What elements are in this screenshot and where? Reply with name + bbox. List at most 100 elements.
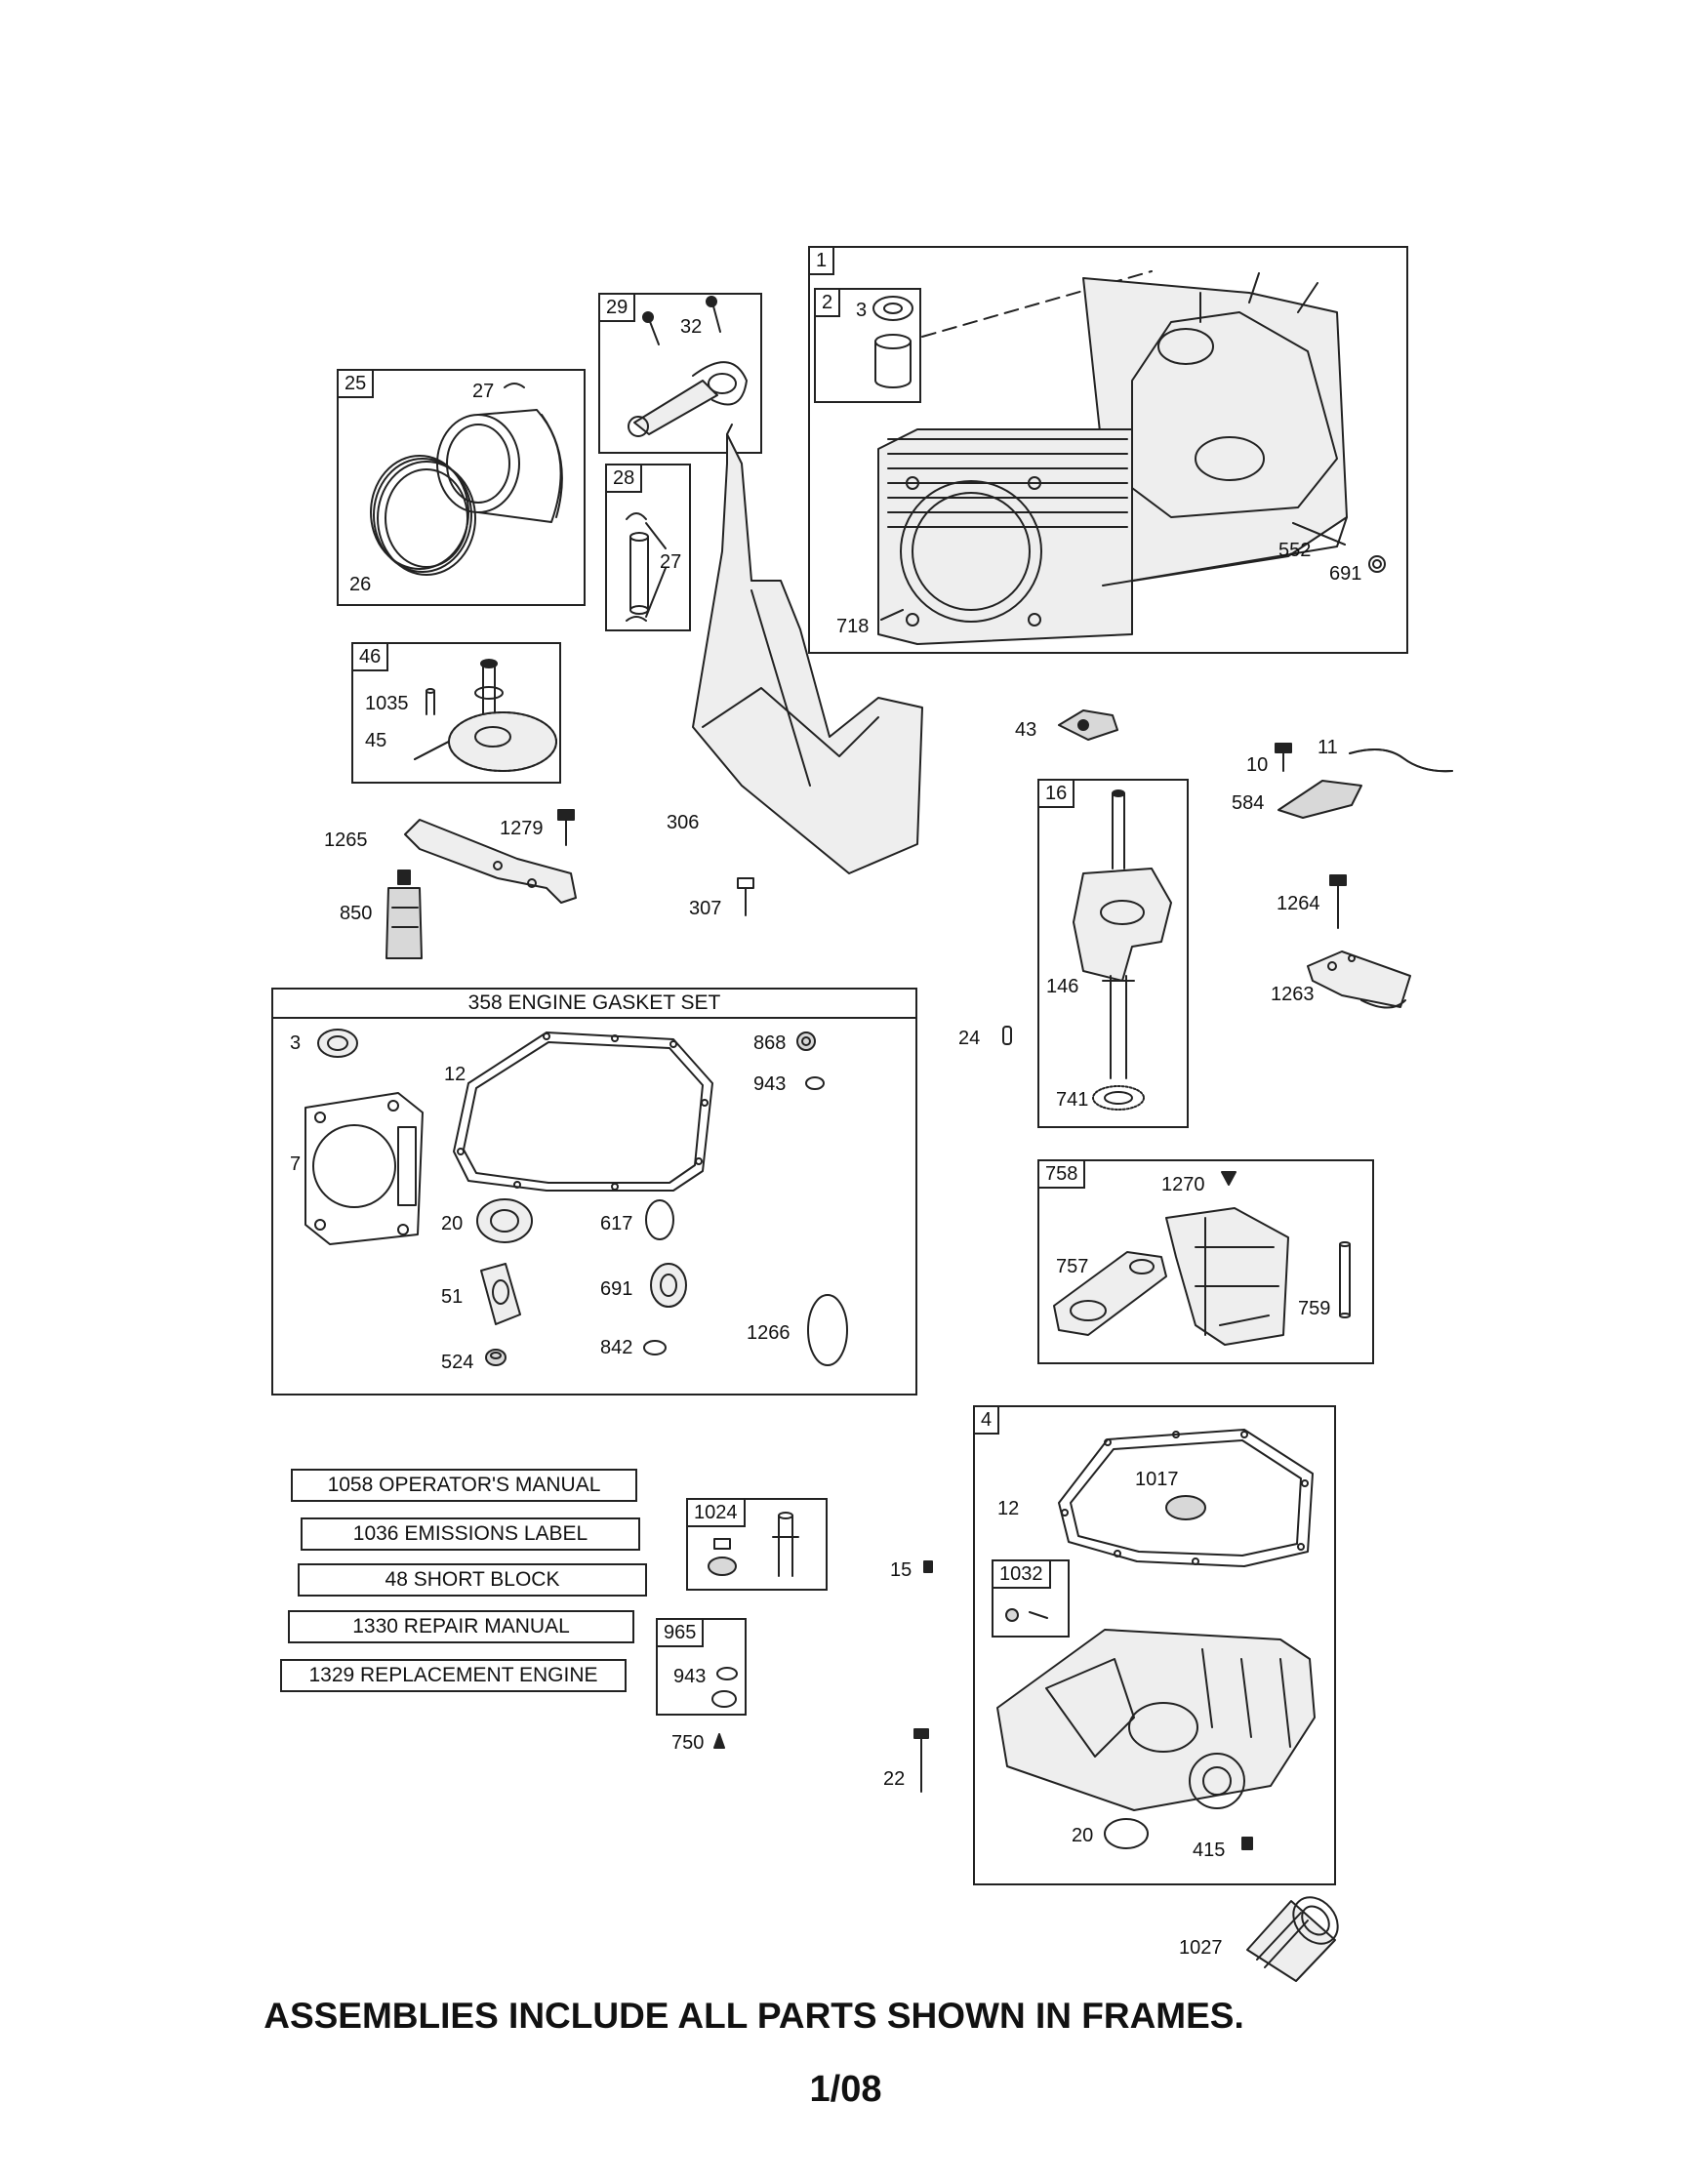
oring-1266-drawing — [807, 1294, 848, 1366]
label-gasket-943: 943 — [753, 1073, 787, 1095]
label-32: 32 — [680, 316, 703, 338]
frame-sump — [973, 1405, 1336, 1885]
label-718: 718 — [836, 616, 870, 637]
piston-drawing — [370, 383, 563, 576]
label-1017: 1017 — [1135, 1469, 1179, 1490]
frame-tag-16: 16 — [1037, 779, 1075, 808]
oring-617-drawing — [645, 1199, 674, 1240]
frame-tag-1032: 1032 — [992, 1559, 1051, 1589]
head-gasket-7-drawing — [304, 1092, 424, 1245]
label-943-b: 943 — [673, 1666, 707, 1687]
shroud-306-drawing — [692, 424, 923, 874]
label-45: 45 — [365, 730, 387, 751]
label-1035: 1035 — [365, 693, 409, 714]
breather-tube-11-drawing — [1349, 748, 1453, 773]
label-27-clip: 27 — [472, 381, 495, 402]
label-1270: 1270 — [1161, 1174, 1205, 1195]
oring-943-b-drawing — [711, 1667, 738, 1708]
frame-balancer — [1037, 1159, 1374, 1364]
frame-cam-gear — [351, 642, 561, 784]
label-584: 584 — [1232, 792, 1265, 814]
frame-tag-965: 965 — [656, 1618, 705, 1647]
label-759: 759 — [1298, 1298, 1331, 1319]
connecting-rod-drawing — [628, 296, 748, 437]
kit-emissions-label: 1036 EMISSIONS LABEL — [301, 1517, 640, 1551]
frame-tag-29: 29 — [598, 293, 636, 322]
label-gasket-524: 524 — [441, 1352, 474, 1373]
revision-date: 1/08 — [809, 2069, 882, 2110]
label-1264: 1264 — [1277, 893, 1320, 914]
frame-piston-pin — [605, 464, 691, 631]
frame-1024 — [686, 1498, 828, 1591]
label-1263: 1263 — [1271, 984, 1315, 1005]
label-gasket-1266: 1266 — [747, 1322, 791, 1344]
frame-tag-28: 28 — [605, 464, 643, 493]
label-27-pin: 27 — [660, 551, 682, 573]
oring-842-drawing — [643, 1340, 667, 1355]
label-gasket-20: 20 — [441, 1213, 464, 1234]
bracket-1265-drawing — [404, 819, 577, 904]
label-gasket-3: 3 — [290, 1032, 302, 1054]
oil-pan-gasket-12-drawing — [453, 1031, 713, 1192]
label-12-sump: 12 — [997, 1498, 1020, 1519]
label-741: 741 — [1056, 1089, 1089, 1111]
piston-pin-drawing — [626, 512, 667, 622]
sump-drawing — [996, 1629, 1316, 1811]
label-11: 11 — [1318, 737, 1338, 758]
frame-tag-4: 4 — [973, 1405, 1000, 1435]
part-415-drawing — [1241, 1837, 1253, 1850]
label-757: 757 — [1056, 1256, 1089, 1277]
screw-22-drawing — [913, 1728, 929, 1793]
label-1027: 1027 — [1179, 1937, 1223, 1959]
sealant-tube-850-drawing — [385, 870, 423, 959]
label-22: 22 — [883, 1768, 906, 1790]
label-1265: 1265 — [324, 829, 368, 851]
gasket-set-title: 358 ENGINE GASKET SET — [273, 990, 915, 1019]
frame-cylinder-block — [808, 246, 1408, 654]
shaft-759-drawing — [1339, 1241, 1351, 1318]
label-146: 146 — [1046, 976, 1079, 997]
label-10: 10 — [1246, 754, 1269, 776]
label-gasket-12: 12 — [444, 1064, 466, 1085]
frame-tag-1: 1 — [808, 246, 835, 275]
label-850: 850 — [340, 903, 373, 924]
part-1263-drawing — [1307, 950, 1411, 1009]
label-3-seal: 3 — [856, 300, 868, 321]
label-691-plug: 691 — [1329, 563, 1362, 585]
screw-1264-drawing — [1329, 874, 1347, 929]
oil-filter-1027-drawing — [1246, 1896, 1339, 1982]
label-26: 26 — [349, 574, 372, 595]
sleeve-drawing — [872, 296, 913, 388]
screw-307-drawing — [737, 877, 754, 916]
pin-552-drawing — [1292, 522, 1346, 546]
part-15-drawing — [923, 1560, 933, 1573]
dowel-718-drawing — [880, 609, 904, 621]
frame-tag-758: 758 — [1037, 1159, 1086, 1189]
seal-691-drawing — [650, 1263, 687, 1308]
oring-943-drawing — [805, 1076, 825, 1090]
gasket-51-drawing — [480, 1263, 521, 1325]
crankshaft-drawing — [1073, 789, 1172, 1111]
key-24-drawing — [1002, 1026, 1012, 1045]
plug-691-drawing — [1368, 555, 1386, 573]
screw-1279-drawing — [557, 809, 575, 846]
label-1279: 1279 — [500, 818, 544, 839]
sump-gasket-drawing — [1058, 1429, 1314, 1567]
label-307: 307 — [689, 898, 722, 919]
label-gasket-51: 51 — [441, 1286, 464, 1308]
label-552: 552 — [1278, 540, 1312, 561]
frame-piston — [337, 369, 586, 606]
label-gasket-842: 842 — [600, 1337, 633, 1358]
plug-868-drawing — [796, 1031, 816, 1051]
label-gasket-691: 691 — [600, 1278, 633, 1300]
label-306: 306 — [667, 812, 700, 833]
part-750-drawing — [713, 1733, 725, 1749]
part-43-drawing — [1058, 709, 1118, 741]
frame-tag-46: 46 — [351, 642, 389, 671]
kit-replacement-engine: 1329 REPLACEMENT ENGINE — [280, 1659, 627, 1692]
frame-sleeve — [814, 288, 921, 403]
part-1032-drawing — [1005, 1608, 1048, 1622]
seal-20-drawing — [476, 1198, 533, 1243]
label-24: 24 — [958, 1028, 981, 1049]
kit-repair-manual: 1330 REPAIR MANUAL — [288, 1610, 634, 1643]
